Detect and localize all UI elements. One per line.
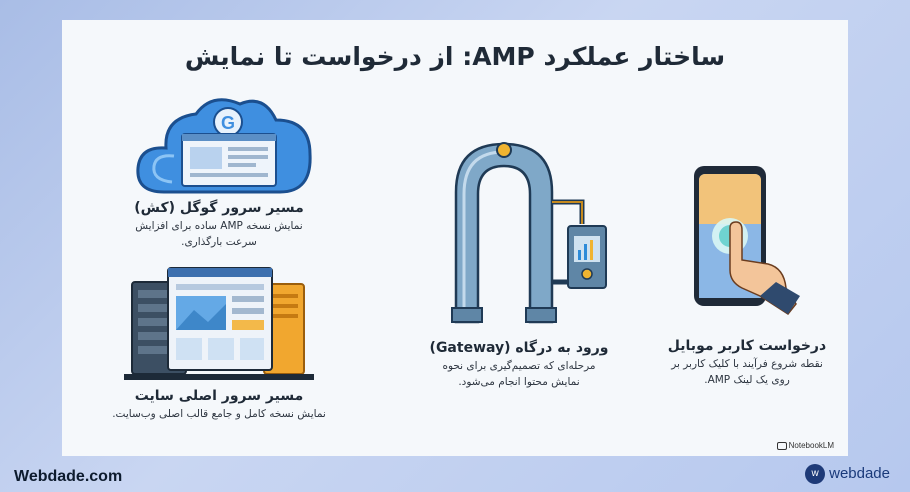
- notebooklm-label: NotebookLM: [788, 441, 834, 450]
- brand-site-url: Webdade.com: [14, 468, 123, 485]
- step-origin: مسیر سرور اصلی سایت نمایش نسخه کامل و جا…: [104, 386, 334, 422]
- step-origin-desc-1: نمایش نسخه کامل و جامع قالب اصلی وب‌سایت…: [112, 408, 326, 420]
- brand-logo-text: webdade: [829, 464, 890, 482]
- step-google-desc-2: سرعت بارگذاری.: [181, 236, 257, 248]
- origin-server-icon: [124, 267, 314, 380]
- gateway-arch-icon: [451, 142, 607, 324]
- step-mobile: درخواست کاربر موبایل نقطه شروع فرآیند با…: [658, 336, 836, 388]
- step-gateway-desc-1: مرحله‌ای که تصمیم‌گیری برای نحوه: [442, 360, 596, 372]
- infographic-card: ساختار عملکرد AMP: از درخواست تا نمایش G…: [62, 20, 848, 456]
- step-mobile-desc-1: نقطه شروع فرآیند با کلیک کاربر بر: [671, 358, 823, 370]
- notebooklm-badge: NotebookLM: [776, 441, 834, 450]
- step-gateway: ورود به درگاه (Gateway) مرحله‌ای که تصمی…: [414, 338, 624, 390]
- step-gateway-desc-2: نمایش محتوا انجام می‌شود.: [458, 376, 580, 388]
- step-google-desc-1: نمایش نسخه AMP ساده برای افزایش: [135, 220, 303, 232]
- step-origin-heading: مسیر سرور اصلی سایت: [134, 388, 304, 404]
- mobile-tap-icon: [694, 166, 800, 315]
- cloud-g-letter: G: [221, 113, 235, 133]
- step-google-heading: مسیر سرور گوگل (کش): [134, 200, 304, 216]
- webdade-logo-icon: w: [805, 464, 826, 484]
- cloud-server-icon: G: [136, 98, 312, 194]
- notebooklm-icon: [776, 441, 787, 450]
- step-mobile-desc-2: روی یک لینک AMP.: [704, 374, 790, 386]
- step-google: مسیر سرور گوگل (کش) نمایش نسخه AMP ساده …: [114, 198, 324, 250]
- step-mobile-heading: درخواست کاربر موبایل: [667, 338, 827, 354]
- step-gateway-heading: ورود به درگاه (Gateway): [429, 340, 609, 356]
- page-title: ساختار عملکرد AMP: از درخواست تا نمایش: [184, 42, 726, 71]
